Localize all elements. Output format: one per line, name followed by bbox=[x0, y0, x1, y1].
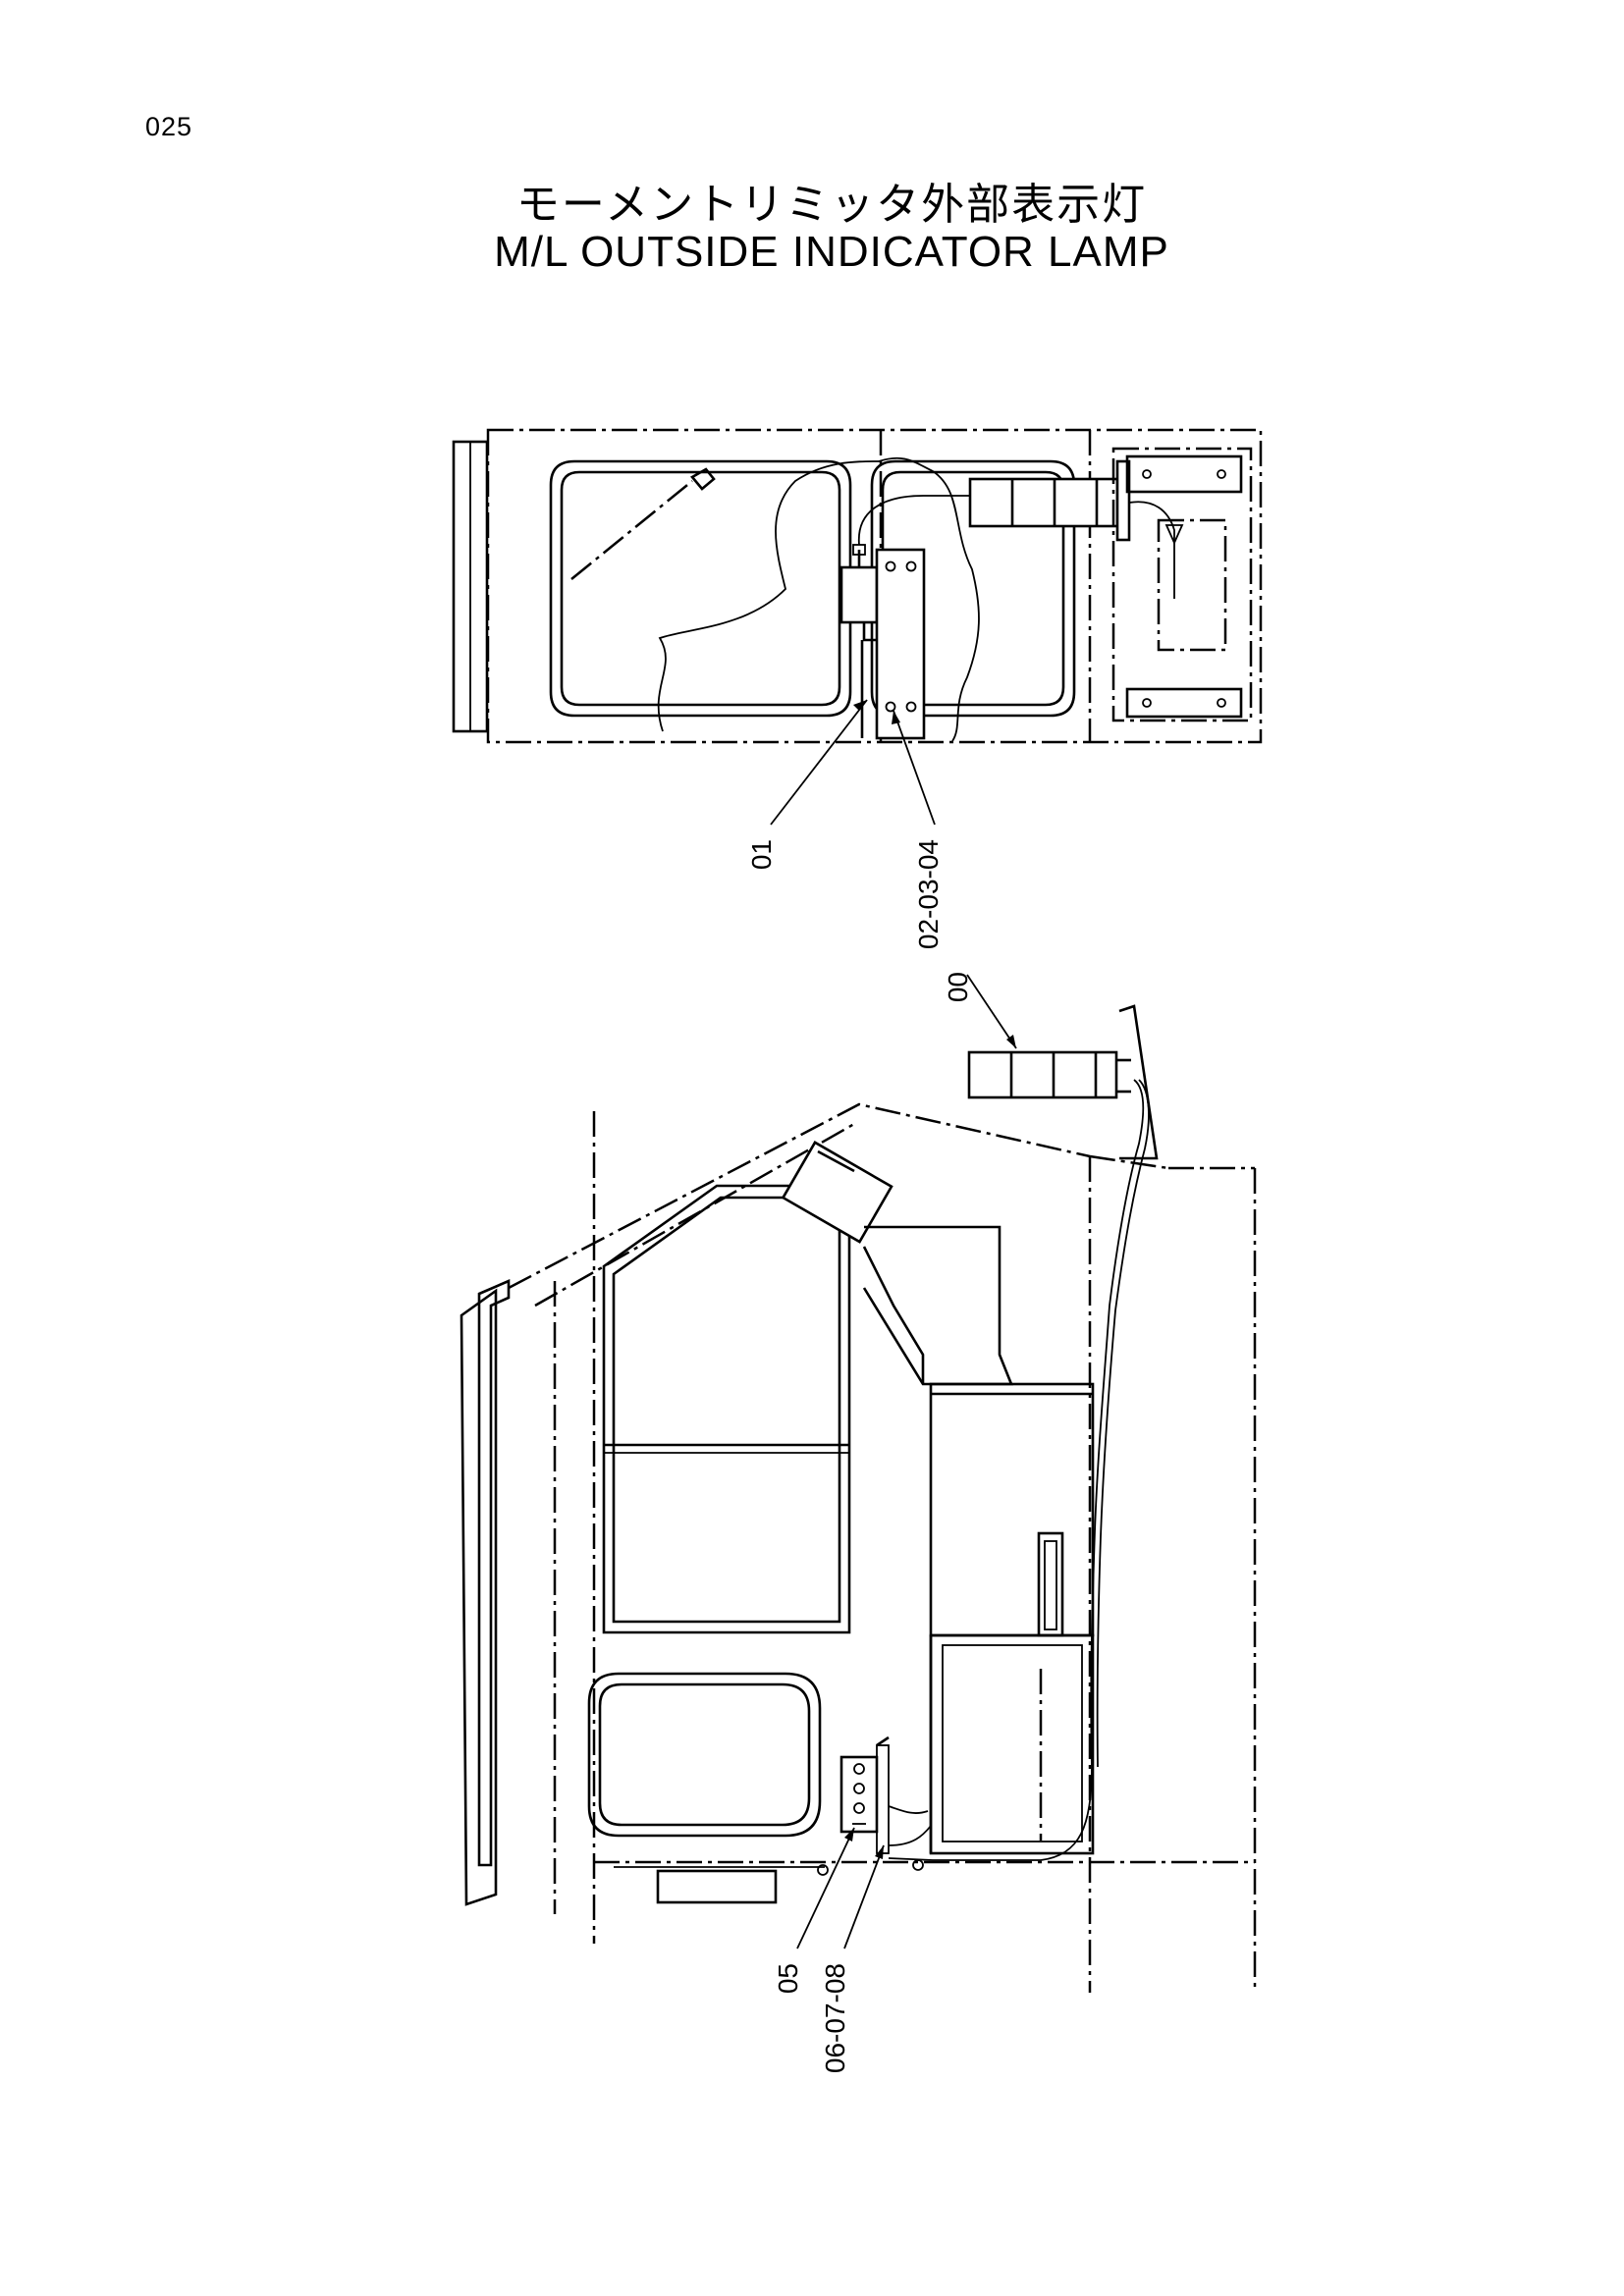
callout-00: 00 bbox=[943, 972, 973, 1002]
callout-02-03-04: 02-03-04 bbox=[913, 839, 944, 949]
top-view-drawing bbox=[452, 428, 1263, 744]
page-number: 025 bbox=[145, 112, 193, 141]
top-view-callouts: 01 02-03-04 bbox=[746, 699, 944, 949]
side-view-callouts: 00 05 06-07-08 bbox=[773, 972, 1017, 2073]
callout-01: 01 bbox=[746, 839, 777, 870]
side-view-drawing bbox=[460, 1004, 1257, 1993]
title-japanese: モーメントリミッタ外部表示灯 bbox=[515, 180, 1148, 230]
title-english: M/L OUTSIDE INDICATOR LAMP bbox=[494, 228, 1169, 276]
callout-06-07-08: 06-07-08 bbox=[820, 1963, 850, 2073]
callout-05: 05 bbox=[773, 1963, 803, 1994]
